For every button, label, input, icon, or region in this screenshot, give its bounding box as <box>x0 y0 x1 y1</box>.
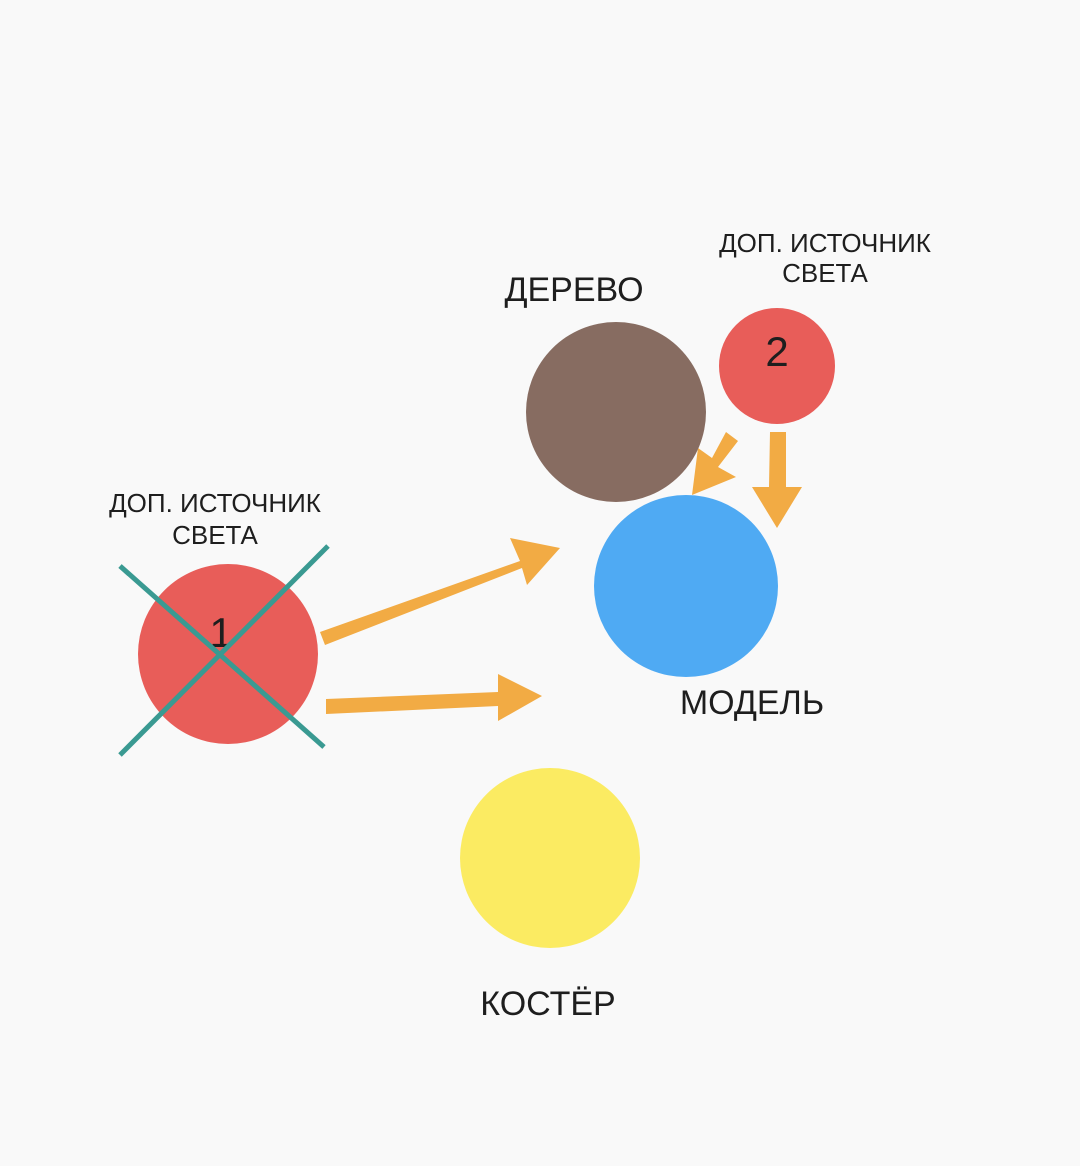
model-label: МОДЕЛЬ <box>679 684 825 722</box>
light-source-2-label-line1: ДОП. ИСТОЧНИК <box>719 228 931 258</box>
tree-label: ДЕРЕВО <box>504 271 644 309</box>
arrows <box>320 432 802 721</box>
tree-node <box>526 322 706 502</box>
light-source-2-number: 2 <box>765 328 789 375</box>
arrow-light2-right <box>752 432 802 528</box>
arrow-light1-lower <box>326 674 542 721</box>
light-source-1-label-line1: ДОП. ИСТОЧНИК <box>109 488 321 518</box>
light-source-2-label-line2: СВЕТА <box>782 258 868 288</box>
arrow-light1-upper <box>320 538 560 645</box>
fire-node <box>460 768 640 948</box>
fire-label: КОСТЁР <box>480 985 616 1023</box>
arrow-light2-left <box>692 432 738 495</box>
light-source-1-label-line2: СВЕТА <box>172 520 258 550</box>
model-node <box>594 495 778 677</box>
light-source-2-node <box>719 308 835 424</box>
light-source-1-number: 1 <box>209 609 233 656</box>
